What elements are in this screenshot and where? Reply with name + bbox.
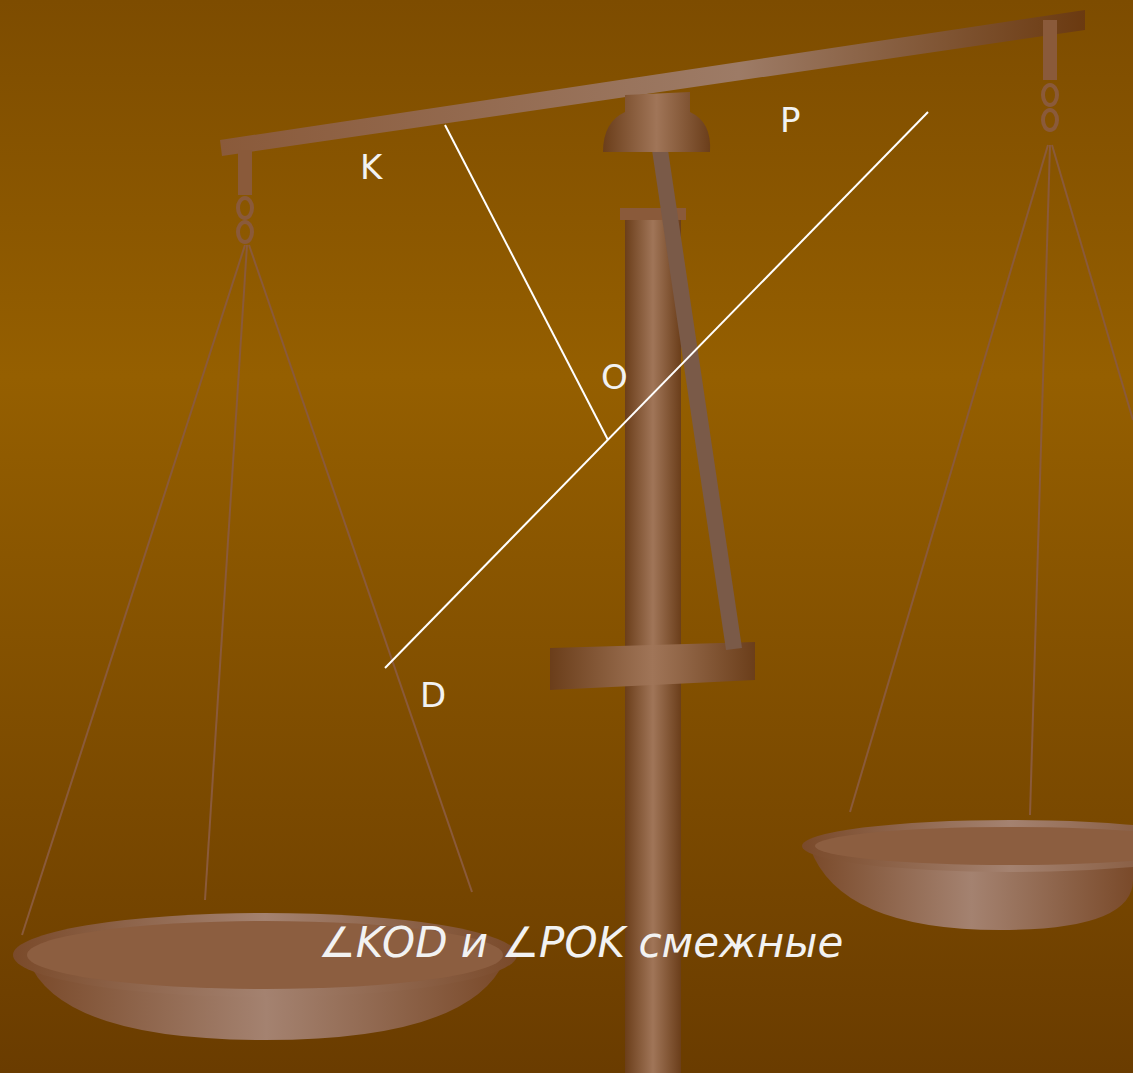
chain	[1052, 145, 1133, 420]
right-chains	[850, 145, 1133, 815]
chain	[249, 245, 472, 892]
hook-rod	[1043, 20, 1057, 80]
chain	[1030, 145, 1050, 815]
right-pan	[802, 820, 1133, 930]
hook-ring	[238, 222, 252, 242]
chain	[205, 245, 247, 900]
beam	[220, 10, 1085, 156]
point-label: O	[601, 360, 628, 394]
point-label: D	[420, 678, 446, 712]
left-hook	[238, 150, 252, 242]
pivot-cap	[603, 92, 710, 152]
hook-ring	[1043, 85, 1057, 105]
chain	[850, 145, 1048, 812]
caption: ∠KOD и ∠POK смежные	[318, 922, 843, 964]
right-hook	[1043, 20, 1057, 130]
pointer	[652, 150, 742, 650]
chain	[22, 245, 245, 935]
hook-ring	[1043, 110, 1057, 130]
pan-inner	[815, 827, 1133, 865]
hook-rod	[238, 150, 252, 195]
pan-rim	[802, 820, 1133, 872]
hook-ring	[238, 198, 252, 218]
ray-ok	[445, 125, 608, 440]
point-label: P	[780, 103, 801, 137]
left-chains	[22, 245, 472, 935]
line-dp	[385, 112, 928, 668]
crossbar	[550, 642, 755, 690]
point-label: K	[360, 150, 382, 184]
